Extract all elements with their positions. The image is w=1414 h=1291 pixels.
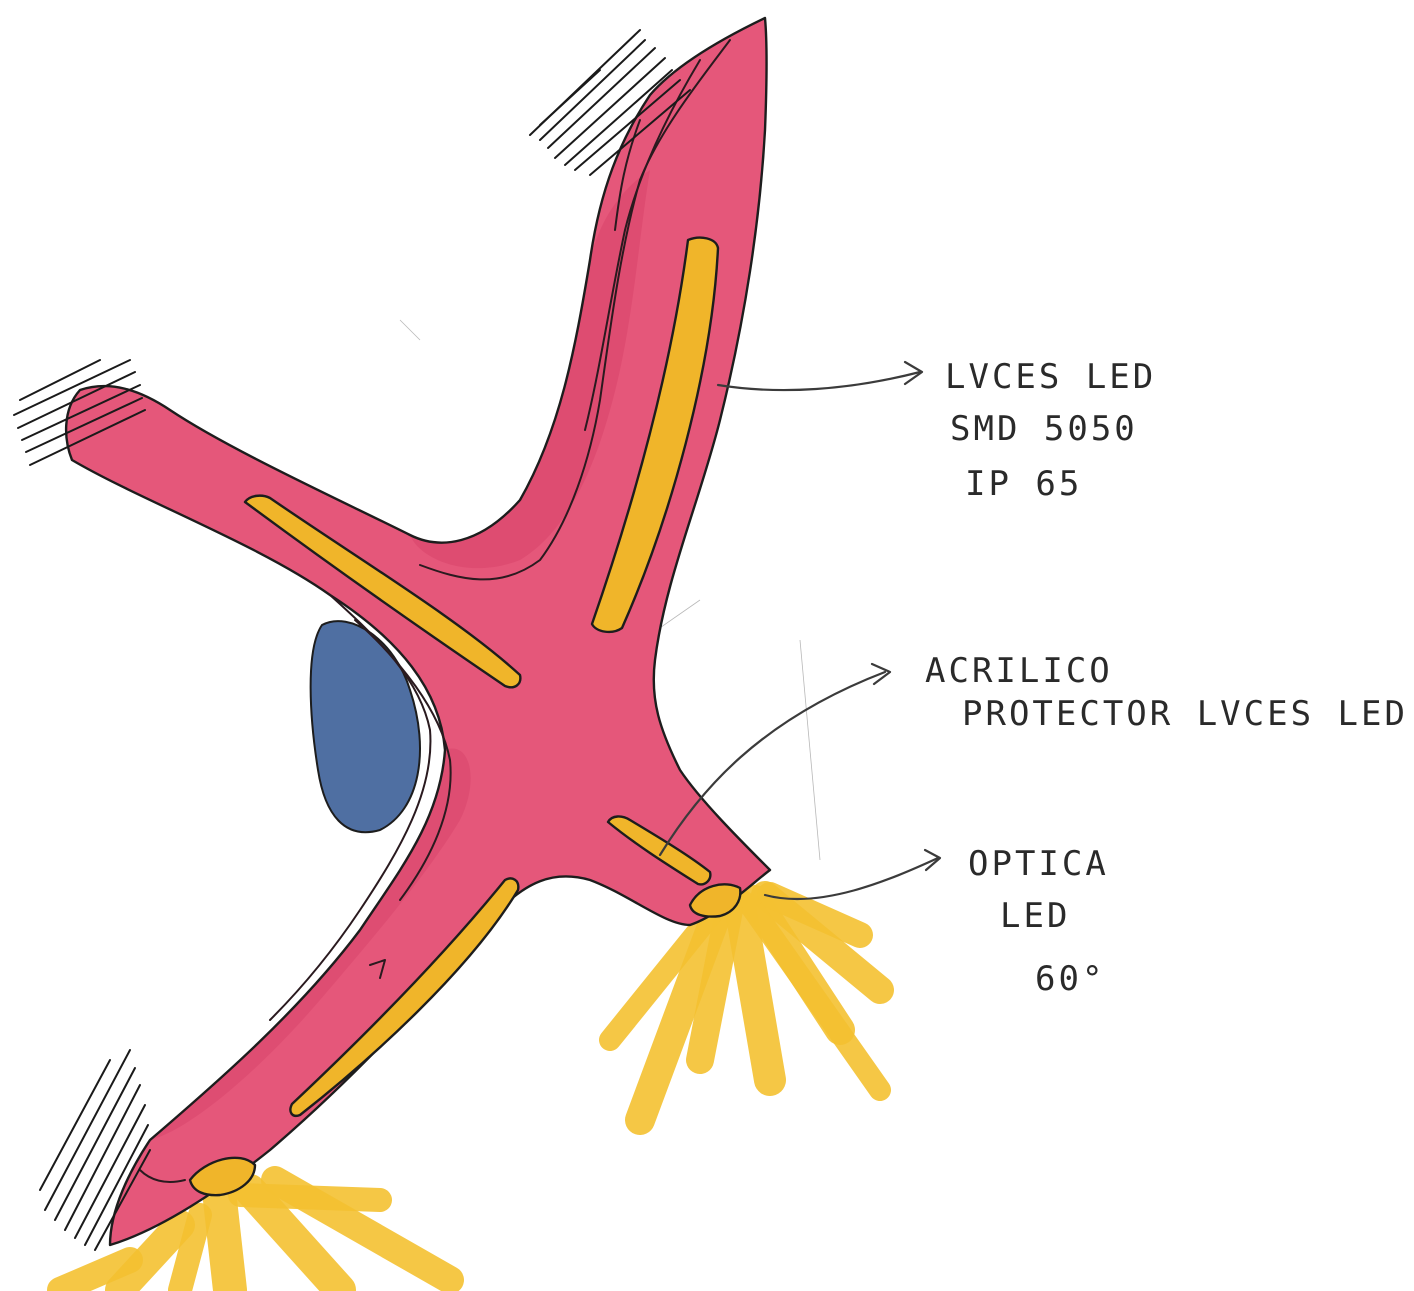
arrow-icon <box>718 362 922 390</box>
label-led-lights: LVCES LED SMD 5050 IP 65 <box>945 357 1156 504</box>
svg-text:OPTICA: OPTICA <box>968 844 1109 884</box>
svg-text:ACRILICO: ACRILICO <box>925 651 1113 691</box>
svg-text:LED: LED <box>1000 896 1070 936</box>
label-led-optics: OPTICA LED 60° <box>968 844 1109 999</box>
svg-text:SMD 5050: SMD 5050 <box>950 409 1138 449</box>
svg-text:LVCES LED: LVCES LED <box>945 357 1156 397</box>
svg-text:PROTECTOR LVCES LED: PROTECTOR LVCES LED <box>962 694 1408 734</box>
svg-text:IP 65: IP 65 <box>965 464 1082 504</box>
label-acrylic-protector: ACRILICO PROTECTOR LVCES LED <box>925 651 1408 734</box>
light-beam-icon <box>610 895 880 1120</box>
svg-text:60°: 60° <box>1035 959 1105 999</box>
